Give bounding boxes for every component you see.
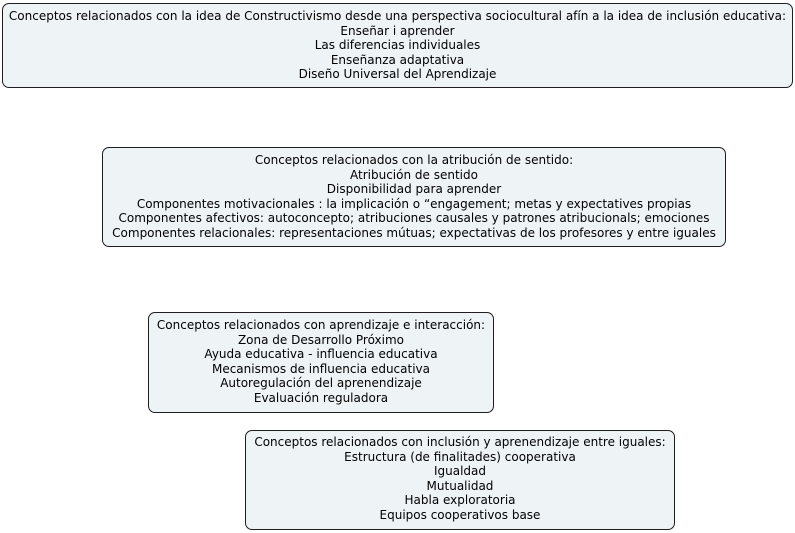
- concept-box-constructivismo[interactable]: Conceptos relacionados con la idea de Co…: [2, 3, 793, 88]
- concept-item: Evaluación reguladora: [253, 390, 389, 405]
- concept-item: Enseñar i aprender: [340, 23, 455, 38]
- concept-item: Componentes relacionales: representacion…: [112, 225, 716, 240]
- concept-item: Equipos cooperativos base: [379, 507, 541, 522]
- concept-box-title: Conceptos relacionados con aprendizaje e…: [156, 318, 486, 332]
- concept-item: Disponibilidad para aprender: [326, 182, 502, 197]
- concept-item: Ayuda educativa - influencia educativa: [204, 347, 438, 362]
- concept-item: Mecanismos de influencia educativa: [211, 361, 431, 376]
- concept-box-aprendizaje-interaccion[interactable]: Conceptos relacionados con aprendizaje e…: [148, 312, 494, 413]
- concept-item: Igualdad: [433, 464, 487, 479]
- concept-box-title: Conceptos relacionados con inclusión y a…: [254, 435, 666, 449]
- concept-item: Atribución de sentido: [350, 167, 478, 182]
- concept-box-inclusion-iguales[interactable]: Conceptos relacionados con inclusión y a…: [245, 430, 675, 530]
- concept-item: Mutualidad: [426, 478, 494, 493]
- concept-item: Autoregulación del aprenendizaje: [220, 376, 422, 391]
- concept-item: Componentes motivacionales : la implicac…: [136, 196, 692, 211]
- concept-box-atribucion-sentido[interactable]: Conceptos relacionados con la atribución…: [102, 147, 726, 247]
- concept-item: Componentes afectivos: autoconcepto; atr…: [118, 211, 710, 226]
- concept-item: Enseñanza adaptativa: [330, 52, 465, 67]
- concept-item: Habla exploratoria: [404, 493, 516, 508]
- concept-item: Zona de Desarrollo Próximo: [237, 332, 405, 347]
- concept-item: Diseño Universal del Aprendizaje: [298, 67, 497, 82]
- concept-item: Las diferencias individuales: [314, 38, 481, 53]
- concept-box-title: Conceptos relacionados con la idea de Co…: [8, 9, 787, 23]
- concept-item: Estructura (de finalitades) cooperativa: [344, 449, 576, 464]
- concept-box-title: Conceptos relacionados con la atribución…: [254, 153, 574, 167]
